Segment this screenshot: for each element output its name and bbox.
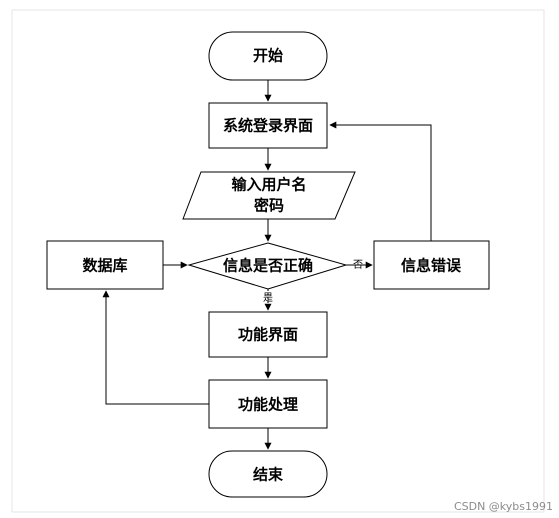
database-shape (46, 240, 164, 290)
login-label: 系统登录界面 (223, 117, 313, 135)
error-label: 信息错误 (401, 257, 462, 275)
function-ui-label: 功能界面 (238, 326, 298, 344)
node-function-process: 功能处理 (208, 379, 328, 429)
node-input: 输入用户名 密码 (182, 171, 356, 220)
input-label-line1: 输入用户名 (231, 176, 306, 194)
edge-error-to-login (329, 121, 432, 241)
edge-label-yes: 是 (263, 292, 273, 304)
node-login: 系统登录界面 (208, 102, 328, 149)
start-label: 开始 (253, 47, 283, 65)
edge-process-to-database (102, 290, 209, 405)
login-process-shape (208, 102, 328, 149)
node-database: 数据库 (46, 240, 164, 290)
end-label: 结束 (253, 466, 284, 484)
node-end: 结束 (208, 450, 328, 498)
decision-label: 信息是否正确 (223, 257, 313, 275)
function-ui-shape (208, 311, 328, 358)
error-shape (373, 240, 490, 290)
function-process-label: 功能处理 (238, 396, 298, 414)
diagram-frame (11, 9, 545, 513)
edge-label-no: 否 (353, 259, 363, 271)
input-parallelogram-shape (182, 171, 356, 220)
input-label-line2: 密码 (254, 197, 284, 215)
watermark-text: CSDN @kybs1991 (454, 500, 553, 513)
node-error: 信息错误 (373, 240, 490, 290)
node-decision: 信息是否正确 (187, 242, 348, 290)
database-label: 数据库 (82, 257, 127, 275)
decision-diamond-shape (187, 242, 348, 290)
node-function-ui: 功能界面 (208, 311, 328, 358)
node-start: 开始 (208, 31, 328, 81)
start-terminator-shape (208, 31, 328, 81)
end-terminator-shape (208, 450, 328, 498)
function-process-shape (208, 379, 328, 429)
